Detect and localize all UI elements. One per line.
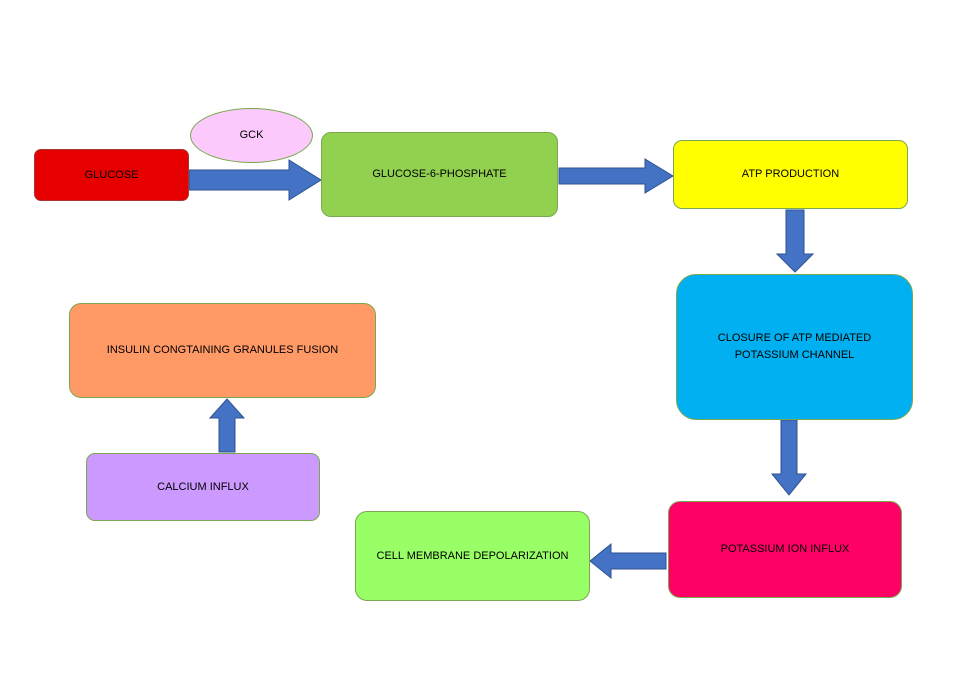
node-closure-atp-channel: CLOSURE OF ATP MEDIATED POTASSIUM CHANNE…	[676, 274, 913, 420]
node-insulin-granules-fusion: INSULIN CONGTAINING GRANULES FUSION	[69, 303, 376, 398]
node-g6p-label: GLUCOSE-6-PHOSPHATE	[372, 168, 507, 180]
node-atp-label: ATP PRODUCTION	[741, 168, 840, 180]
node-insulin-label: INSULIN CONGTAINING GRANULES FUSION	[106, 344, 339, 356]
node-glucose-6-phosphate: GLUCOSE-6-PHOSPHATE	[321, 132, 558, 217]
node-potassium-ion-influx: POTASSIUM ION INFLUX	[668, 501, 902, 598]
node-gck-label: GCK	[239, 129, 264, 141]
node-glucose-label: GLUCOSE	[84, 168, 139, 181]
node-calcium-label: CALCIUM INFLUX	[157, 480, 249, 493]
node-depolarization-label: CELL MEMBRANE DEPOLARIZATION	[376, 549, 569, 562]
arrow-potassium-to-depolarization	[589, 542, 667, 580]
node-calcium-influx: CALCIUM INFLUX	[86, 453, 320, 521]
node-gck: GCK	[190, 108, 313, 163]
node-glucose: GLUCOSE	[34, 149, 189, 201]
arrow-calcium-to-insulin	[208, 398, 246, 453]
arrow-glucose-to-g6p	[188, 159, 322, 201]
node-atp-production: ATP PRODUCTION	[673, 140, 908, 209]
arrow-g6p-to-atp	[558, 158, 674, 194]
arrow-atp-to-closure	[775, 209, 815, 273]
node-potassium-label: POTASSIUM ION INFLUX	[720, 543, 850, 555]
node-closure-line2: POTASSIUM CHANNEL	[734, 349, 855, 361]
node-closure-line1: CLOSURE OF ATP MEDIATED	[717, 332, 872, 344]
node-cell-membrane-depolarization: CELL MEMBRANE DEPOLARIZATION	[355, 511, 590, 601]
arrow-closure-to-potassium	[770, 419, 808, 496]
